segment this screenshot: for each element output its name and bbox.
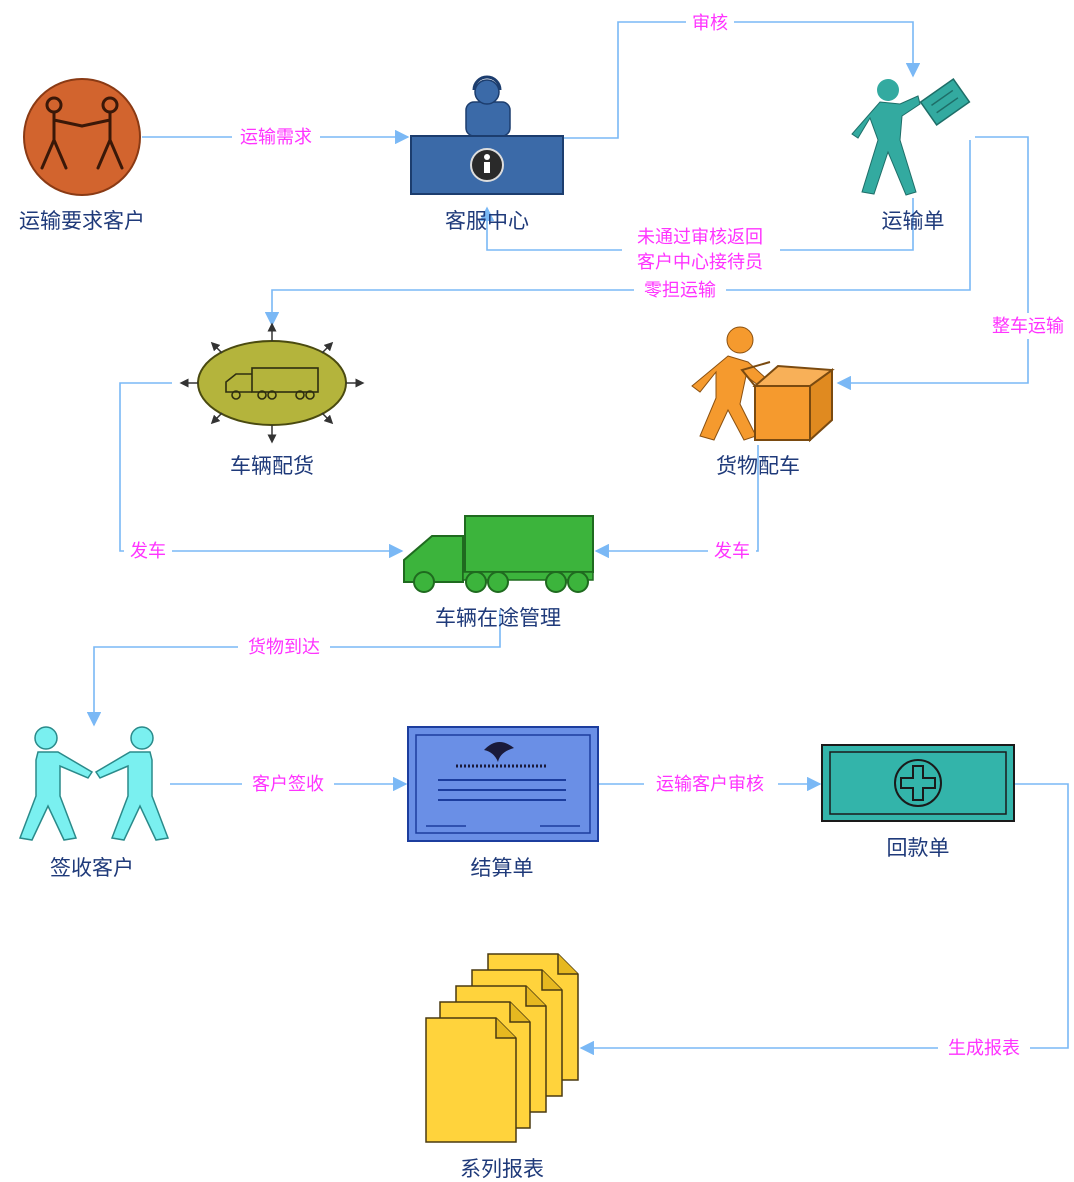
- edge-label-transport-demand: 运输需求: [240, 127, 312, 148]
- edge-label-reject-line2: 客户中心接待员: [637, 252, 763, 273]
- node-label-payment-slip: 回款单: [887, 836, 950, 860]
- vehicle-tracking-icon: [403, 515, 594, 593]
- vehicle-allocation-icon: [179, 322, 365, 444]
- edge-label-ltl: 零担运输: [644, 280, 716, 301]
- sign-customer-icon: [18, 726, 170, 841]
- edge-label-customer-audit: 运输客户审核: [656, 774, 764, 795]
- node-label-service-center: 客服中心: [445, 209, 529, 233]
- transport-order-icon: [851, 78, 971, 196]
- edge-label-ftl: 整车运输: [992, 316, 1064, 337]
- edge-label-depart-right: 发车: [714, 541, 750, 562]
- node-label-sign-customer: 签收客户: [50, 856, 134, 880]
- edge-label-audit: 审核: [692, 13, 728, 34]
- transport-customer-icon: [23, 78, 141, 196]
- edge-depart-right: [594, 445, 759, 559]
- node-label-settlement: 结算单: [471, 856, 534, 880]
- node-label-vehicle-tracking: 车辆在途管理: [435, 606, 561, 630]
- reports-icon: [425, 953, 579, 1143]
- edge-audit: [563, 21, 921, 139]
- node-label-vehicle-allocation: 车辆配货: [230, 454, 314, 478]
- node-label-reports: 系列报表: [460, 1157, 544, 1181]
- edge-depart-left: [119, 382, 404, 559]
- edge-label-reject-line1: 未通过审核返回: [637, 227, 763, 248]
- node-label-transport-order: 运输单: [882, 209, 945, 233]
- edge-generate-report: [579, 783, 1069, 1056]
- node-label-transport-customer: 运输要求客户: [19, 209, 145, 233]
- node-label-cargo-loading: 货物配车: [716, 454, 800, 478]
- payment-slip-icon: [821, 744, 1015, 822]
- edge-label-cargo-arrival: 货物到达: [248, 637, 320, 658]
- edge-ftl: [836, 136, 1029, 391]
- cargo-loading-icon: [691, 326, 835, 443]
- edge-label-customer-sign: 客户签收: [252, 774, 324, 795]
- edge-label-depart-left: 发车: [130, 541, 166, 562]
- service-center-icon: [410, 75, 564, 195]
- edge-ltl: [264, 140, 971, 327]
- edge-label-generate-report: 生成报表: [948, 1038, 1020, 1059]
- settlement-icon: [407, 726, 599, 842]
